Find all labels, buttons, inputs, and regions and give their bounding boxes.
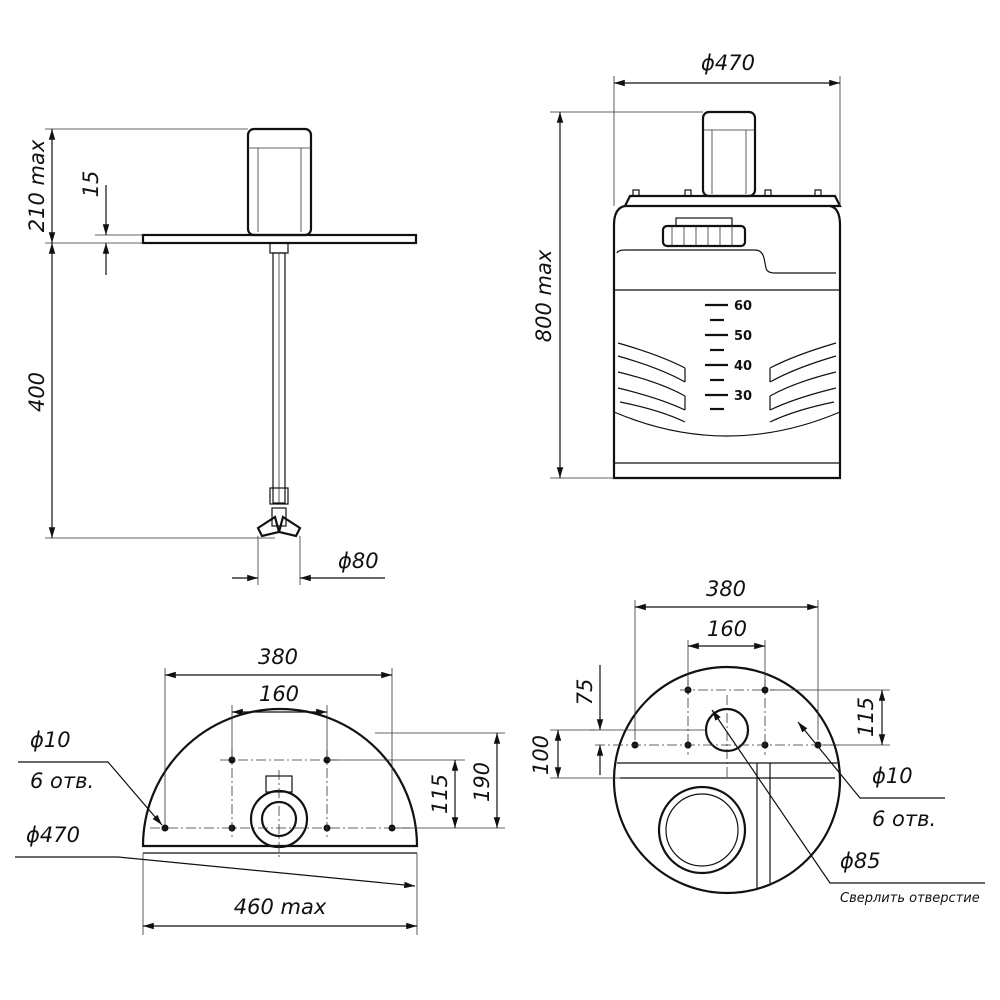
dim-800-label: 800 max <box>532 249 556 342</box>
half-plate-outline <box>141 707 419 848</box>
scale-mark-50: 50 <box>734 329 752 344</box>
dim-160-right-label: 160 <box>707 617 747 641</box>
dim-190-left-label: 190 <box>470 762 494 802</box>
dim-400-label: 400 <box>25 372 49 412</box>
mounting-plate <box>141 233 418 245</box>
dim-380-left-label: 380 <box>258 645 298 669</box>
impeller <box>256 507 302 538</box>
drill-note-label: Сверлить отверстие <box>840 891 980 906</box>
hole-dia-left-label: ϕ10 <box>30 728 71 752</box>
hole-count-left-label: 6 отв. <box>30 769 94 793</box>
scale-mark-30: 30 <box>734 389 752 404</box>
half-plate-view: 380 160 115 190 ϕ10 6 отв. ϕ470 460 max <box>15 645 505 935</box>
dim-85-label: ϕ85 <box>840 849 881 873</box>
dim-80-label: ϕ80 <box>338 549 379 573</box>
dim-100-label: 100 <box>529 735 553 775</box>
fill-cap <box>661 217 747 248</box>
hole-count-right-label: 6 отв. <box>872 807 936 831</box>
dim-470-label: ϕ470 <box>701 51 755 75</box>
tank-motor <box>701 110 757 198</box>
fill-opening <box>657 785 747 875</box>
tank-outline-plan <box>612 665 842 895</box>
hole-dia-right-label: ϕ10 <box>872 764 913 788</box>
dim-460-label: 460 max <box>234 895 327 919</box>
level-scale: 60 50 40 30 <box>705 299 752 411</box>
scale-mark-60: 60 <box>734 299 752 314</box>
tank-body <box>612 204 842 480</box>
dim-380-right-label: 380 <box>706 577 746 601</box>
side-view: 210 max 15 400 ϕ80 <box>25 127 418 585</box>
dim-210-label: 210 max <box>25 139 49 232</box>
front-view: 60 50 40 30 ϕ470 800 max <box>532 51 842 480</box>
dim-75-label: 75 <box>573 679 597 706</box>
motor-body <box>246 127 313 237</box>
dim-160-left-label: 160 <box>259 682 299 706</box>
scale-mark-40: 40 <box>734 359 752 374</box>
dim-470-left-label: ϕ470 <box>26 823 80 847</box>
dim-115-right-label: 115 <box>854 697 878 737</box>
dim-115-left-label: 115 <box>428 774 452 814</box>
plan-view: 380 160 75 100 115 ϕ10 6 отв. ϕ85 Сверли… <box>529 577 985 906</box>
dim-15-label: 15 <box>79 171 103 198</box>
